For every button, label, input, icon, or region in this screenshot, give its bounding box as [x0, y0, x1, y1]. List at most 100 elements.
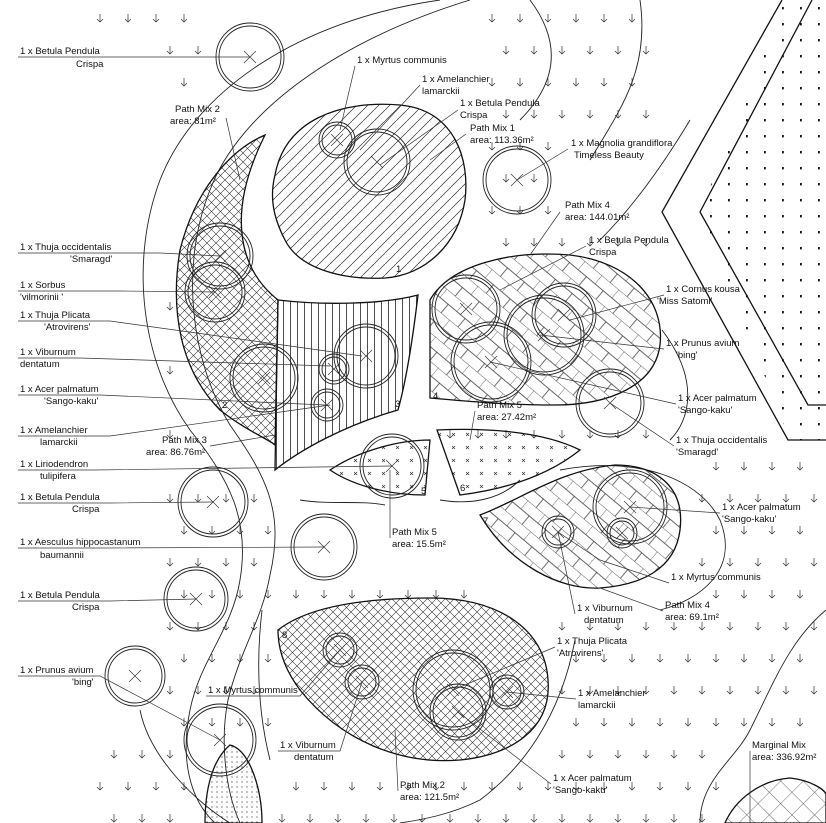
grass-symbol: [712, 718, 720, 727]
grass-symbol: [586, 750, 594, 759]
grass-symbol: [446, 814, 454, 823]
grass-symbol: [530, 238, 538, 247]
grass-symbol: [306, 814, 314, 823]
grass-symbol: [334, 814, 342, 823]
grass-symbol: [250, 494, 258, 503]
plant-label-myrtus-1: 1 x Myrtus communis: [357, 55, 447, 66]
grass-symbol: [796, 462, 804, 471]
leader-line: [394, 729, 399, 792]
grass-symbol: [194, 622, 202, 631]
grass-symbol: [614, 622, 622, 631]
grass-symbol: [698, 686, 706, 695]
grass-symbol: [488, 206, 496, 215]
grass-symbol: [586, 430, 594, 439]
leader-line: [209, 434, 276, 447]
grass-symbol: [698, 622, 706, 631]
grass-symbol: [810, 494, 818, 503]
grass-symbol: [572, 654, 580, 663]
grass-symbol: [502, 110, 510, 119]
grass-symbol: [502, 46, 510, 55]
plant-label-thuja-pli-1: 1 x Thuja Plicata'Atrovirens': [20, 310, 91, 333]
bed-bottom-right: [724, 777, 826, 823]
grass-symbol: [194, 686, 202, 695]
tree-canopy: [531, 282, 597, 348]
leader-line: [457, 711, 552, 785]
grass-symbol: [124, 782, 132, 791]
grass-symbol: [768, 654, 776, 663]
grass-symbol: [642, 686, 650, 695]
grass-symbol: [642, 430, 650, 439]
leader-line: [225, 117, 241, 181]
grass-symbol: [614, 686, 622, 695]
grass-symbol: [684, 782, 692, 791]
grass-symbol: [320, 782, 328, 791]
grass-symbol: [614, 238, 622, 247]
grass-symbol: [362, 814, 370, 823]
grass-symbol: [264, 590, 272, 599]
grass-symbol: [712, 654, 720, 663]
grass-symbol: [754, 622, 762, 631]
grass-symbol: [642, 750, 650, 759]
tree-canopy: [310, 388, 344, 422]
grass-symbol: [166, 366, 174, 375]
leader-line: [429, 133, 467, 161]
grass-symbol: [558, 750, 566, 759]
grass-symbol: [726, 558, 734, 567]
grass-symbol: [530, 46, 538, 55]
grass-symbol: [208, 590, 216, 599]
grass-symbol: [390, 814, 398, 823]
grass-symbol: [292, 782, 300, 791]
tree-canopy: [183, 703, 257, 777]
grass-symbol: [138, 814, 146, 823]
bed-number-5: 5: [421, 486, 426, 497]
grass-symbol: [264, 526, 272, 535]
leader-lines: [18, 56, 751, 823]
bed-numbers: 1 2 3 4 5 6 7 8: [222, 264, 488, 641]
plant-label-prunus-2: 1 x Prunus avium'bing': [666, 338, 739, 361]
tree-canopy: [503, 294, 585, 376]
tree-canopy: [482, 145, 552, 215]
grass-symbol: [236, 654, 244, 663]
grass-symbol: [740, 590, 748, 599]
grass-symbol: [194, 46, 202, 55]
plant-label-thuja-pli-2: 1 x Thuja Plicata'Atrovirens': [557, 636, 628, 659]
bed-number-7: 7: [483, 516, 488, 527]
grass-symbol: [222, 686, 230, 695]
grass-symbol: [782, 622, 790, 631]
grass-symbol: [796, 718, 804, 727]
grass-symbol: [208, 718, 216, 727]
grass-symbol: [628, 654, 636, 663]
grass-symbol: [558, 430, 566, 439]
plant-label-acer-4: 1 x Acer palmatum'Sango-kaku': [553, 773, 632, 796]
leader-line: [18, 320, 363, 357]
grass-symbol: [348, 782, 356, 791]
lawn-grass-symbols: [96, 14, 818, 823]
grass-symbol: [432, 590, 440, 599]
grass-symbol: [782, 686, 790, 695]
grass-symbol: [810, 558, 818, 567]
grass-symbol: [810, 622, 818, 631]
leader-line: [18, 404, 331, 437]
grass-symbol: [236, 718, 244, 727]
grass-symbol: [180, 654, 188, 663]
plant-label-sorbus-1: 1 x Sorbus'vilmorinii ': [20, 280, 66, 303]
grass-symbol: [754, 558, 762, 567]
grass-symbol: [194, 494, 202, 503]
grass-symbol: [530, 174, 538, 183]
leader-line: [469, 410, 476, 441]
grass-symbol: [628, 782, 636, 791]
bed-3: [274, 294, 419, 472]
grass-symbol: [768, 462, 776, 471]
grass-symbol: [180, 590, 188, 599]
bed-2: [175, 133, 279, 447]
leader-line: [629, 506, 721, 514]
